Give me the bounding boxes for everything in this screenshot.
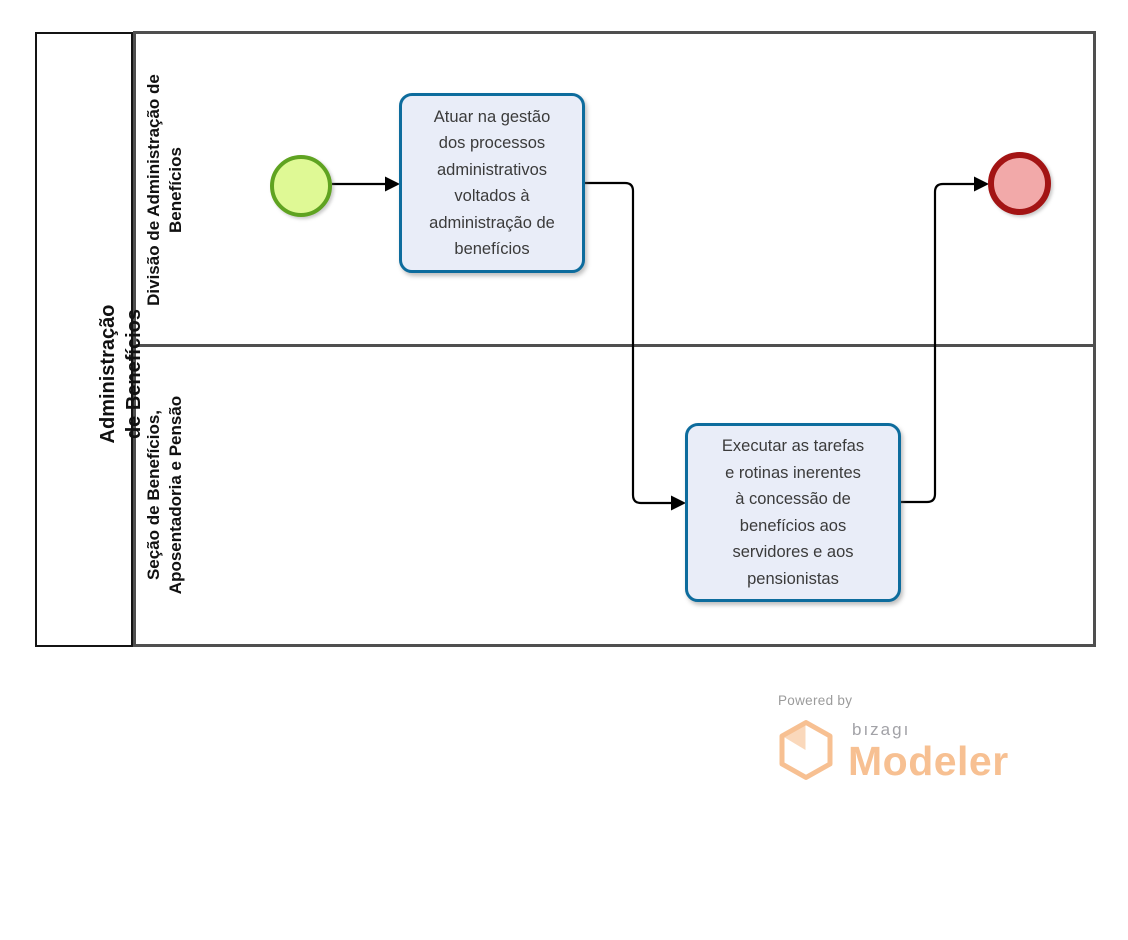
modeler-wordmark: Modeler — [848, 738, 1009, 784]
branding-block: Powered by bızagı Modeler — [778, 693, 1009, 782]
lane-divisao-title: Divisão de Administração de Benefícios — [143, 74, 185, 306]
task-atuar-gestao: Atuar na gestão dos processos administra… — [399, 93, 585, 273]
end-event — [988, 152, 1051, 215]
start-event — [270, 155, 332, 217]
lane-secao-title: Seção de Benefícios, Aposentadoria e Pen… — [143, 395, 185, 595]
task-executar-tarefas: Executar as tarefas e rotinas inerentes … — [685, 423, 901, 602]
pool-title: Administração de Benefícios — [97, 304, 145, 444]
lane-container: Divisão de Administração de Benefícios S… — [133, 31, 1096, 647]
bizagi-wordmark: bızagı — [852, 720, 911, 739]
powered-by-label: Powered by — [778, 693, 853, 708]
lane-secao-beneficios: Seção de Benefícios, Aposentadoria e Pen… — [136, 347, 1093, 644]
bizagi-hexagon-icon — [779, 720, 833, 780]
pool: Administração de Benefícios — [35, 32, 145, 647]
